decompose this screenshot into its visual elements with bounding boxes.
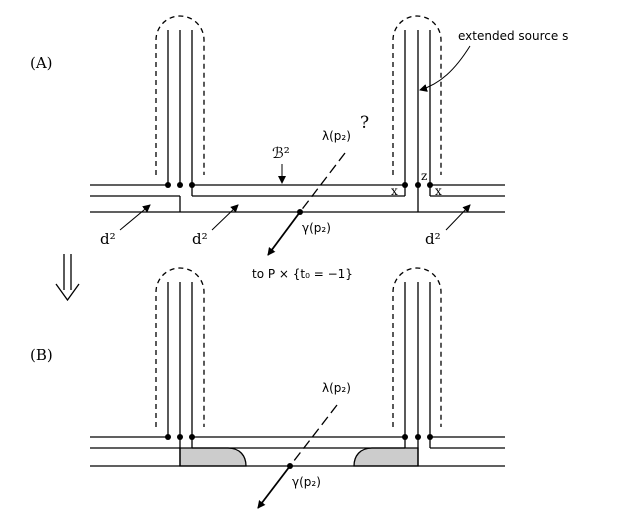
panel-a: (A): [30, 15, 568, 281]
panel-b: (B): [30, 267, 505, 509]
x-label-right: x: [435, 184, 442, 198]
transition-arrow: [55, 254, 80, 302]
shaded-region-right: [353, 447, 419, 467]
d2-label-left: d²: [100, 230, 116, 248]
d2-label-mid: d²: [192, 230, 208, 248]
question-mark: ?: [360, 113, 369, 133]
x-label-left: x: [391, 184, 398, 198]
lambda-label-b: λ(p₂): [322, 381, 351, 395]
panel-b-label: (B): [30, 346, 53, 364]
lambda-label-a: λ(p₂): [322, 129, 351, 143]
gamma-label-b: γ(p₂): [292, 475, 321, 489]
panel-a-left-tower: [155, 15, 205, 185]
d2-arrow-left: [119, 204, 151, 231]
panel-b-left-tower: [155, 267, 205, 448]
gamma-arrow-b: [257, 465, 291, 509]
extended-source-label: extended source s: [458, 29, 568, 43]
lambda-line-a: [299, 152, 346, 213]
b2-label: ℬ²: [272, 144, 290, 162]
panel-b-dots: [165, 434, 433, 469]
panel-a-slab: [90, 184, 505, 213]
lambda-line-b: [289, 404, 338, 467]
d2-label-right: d²: [425, 230, 441, 248]
gamma-arrow-a: [267, 211, 301, 256]
panel-b-slab: [90, 436, 505, 467]
panel-a-right-tower: [392, 15, 442, 196]
shaded-region-left: [179, 447, 247, 467]
d2-arrow-mid: [211, 204, 239, 231]
gamma-label-a: γ(p₂): [302, 221, 331, 235]
panel-b-right-tower: [392, 267, 442, 448]
z-label: z: [421, 169, 427, 183]
d2-arrow-right: [445, 204, 471, 231]
extended-source-arrow: [419, 45, 471, 92]
to-p-label: to P × {t₀ = −1}: [252, 267, 353, 281]
panel-a-label: (A): [30, 54, 53, 72]
